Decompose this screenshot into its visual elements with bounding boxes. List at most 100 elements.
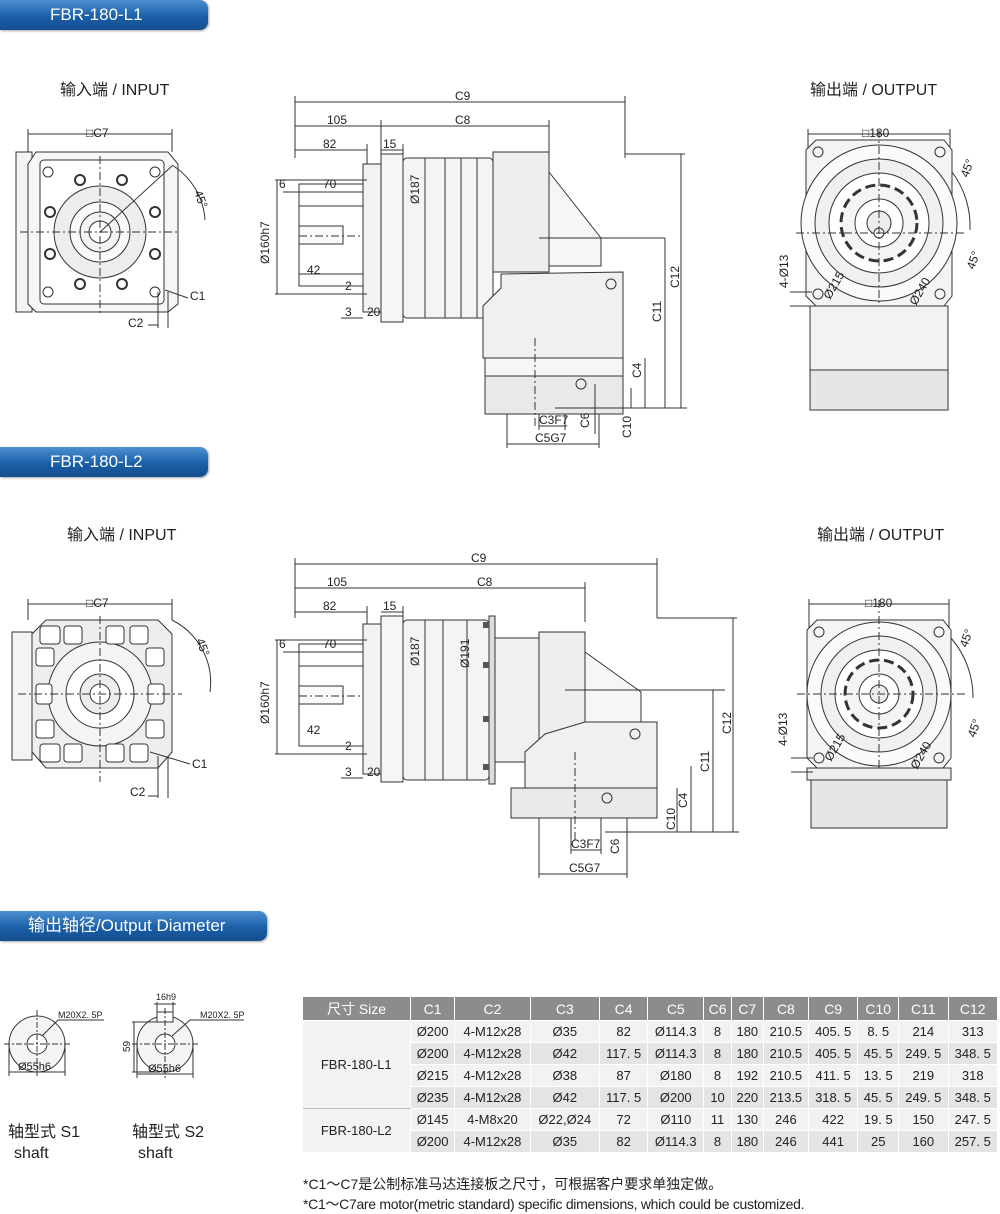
l2-input-c2: C2 (130, 785, 146, 799)
table-cell: Ø35 (530, 1130, 600, 1153)
l1-side-c4: C4 (630, 362, 644, 378)
l2-side-c9: C9 (471, 551, 487, 565)
table-cell: 318 (948, 1064, 999, 1087)
l1-side-c12: C12 (668, 266, 682, 288)
header-c1: C1 (409, 996, 456, 1021)
table-cell: 246 (763, 1108, 809, 1131)
shaft-s2-word: shaft (138, 1145, 173, 1162)
l2-side-3: 3 (345, 765, 352, 779)
l2-output-holes: 4-Ø13 (776, 712, 790, 746)
header-c8: C8 (762, 996, 809, 1021)
table-cell: Ø114.3 (647, 1020, 705, 1043)
shaft-s1-label: 轴型式 S1 shaft (8, 1122, 80, 1164)
l2-side-105: 105 (327, 575, 347, 589)
l1-output-180: □180 (862, 126, 890, 140)
l1-side-c3f7: C3F7 (539, 413, 569, 427)
shaft-s2-dia: Ø55h6 (148, 1063, 181, 1075)
l1-side-70: 70 (323, 177, 337, 191)
table-cell: Ø215 (410, 1064, 456, 1087)
l1-side-phi160: Ø160h7 (258, 221, 272, 264)
table-cell: 4-M12x28 (454, 1020, 531, 1043)
table-cell: Ø42 (530, 1086, 600, 1109)
l1-side-c11: C11 (650, 301, 664, 322)
l2-side-c6: C6 (608, 838, 622, 854)
table-cell: 4-M12x28 (454, 1042, 531, 1065)
table-cell: 246 (763, 1130, 809, 1153)
header-c7: C7 (730, 996, 764, 1021)
l1-input-view-drawing: □C7 45° C1 C2 (15, 126, 211, 330)
l1-side-15: 15 (383, 137, 397, 151)
l2-side-phi187: Ø187 (408, 636, 422, 666)
l2-output-view-drawing: □180 45° 45° 4-Ø13 Ø215 Ø240 (776, 596, 984, 829)
header-c4: C4 (598, 996, 649, 1021)
header-c11: C11 (898, 996, 949, 1021)
l2-input-c7: □C7 (86, 596, 109, 610)
l2-side-15: 15 (383, 599, 397, 613)
table-cell: 160 (898, 1130, 949, 1153)
table-cell: 210.5 (763, 1020, 809, 1043)
l2-side-phi160: Ø160h7 (258, 681, 272, 724)
table-cell: 180 (731, 1020, 764, 1043)
table-cell: 192 (731, 1064, 764, 1087)
shaft-s2-drawing: 16h9 M20X2. 5P 59 Ø55h6 (122, 992, 245, 1078)
l2-side-82: 82 (323, 599, 337, 613)
l2-side-phi191: Ø191 (458, 638, 472, 668)
l1-side-42: 42 (307, 263, 321, 277)
table-cell: 249. 5 (898, 1042, 949, 1065)
l2-output-label: 输出端 / OUTPUT (817, 527, 945, 544)
table-cell: Ø35 (530, 1020, 600, 1043)
table-cell: 249. 5 (898, 1086, 949, 1109)
l1-input-45: 45° (191, 188, 210, 210)
table-cell: Ø42 (530, 1042, 600, 1065)
l2-input-c1: C1 (192, 757, 208, 771)
table-cell: 348. 5 (948, 1042, 999, 1065)
table-cell: 219 (898, 1064, 949, 1087)
table-cell: Ø200 (410, 1042, 456, 1065)
section-title-output-diameter: 输出轴径/Output Diameter (0, 911, 267, 941)
l1-side-105: 105 (327, 113, 347, 127)
table-cell: 87 (599, 1064, 649, 1087)
table-cell: 441 (808, 1130, 859, 1153)
header-size: 尺寸 Size (302, 996, 411, 1021)
shaft-s2-thread: M20X2. 5P (200, 1010, 245, 1020)
table-cell: Ø200 (647, 1086, 705, 1109)
table-cell: 10 (703, 1086, 732, 1109)
table-cell: 210.5 (763, 1064, 809, 1087)
l1-output-holes: 4-Ø13 (777, 254, 791, 288)
l1-input-label: 输入端 / INPUT (60, 82, 170, 99)
table-cell: 422 (808, 1108, 859, 1131)
l1-side-3: 3 (345, 305, 352, 319)
table-cell-model: FBR-180-L2 (302, 1108, 411, 1153)
shaft-s1-word: shaft (14, 1145, 49, 1162)
table-cell: 8 (703, 1042, 732, 1065)
table-cell: 8 (703, 1064, 732, 1087)
l1-side-view-drawing: C9 C8 105 82 15 6 70 42 2 3 20 Ø160h7 Ø1… (258, 89, 687, 448)
table-cell: Ø38 (530, 1064, 600, 1087)
table-cell: 313 (948, 1020, 999, 1043)
l1-side-82: 82 (323, 137, 337, 151)
l2-input-label: 输入端 / INPUT (67, 527, 177, 544)
l2-side-c3f7: C3F7 (571, 837, 601, 851)
table-cell: 247. 5 (948, 1108, 999, 1131)
table-cell: 405. 5 (808, 1042, 859, 1065)
table-cell: 214 (898, 1020, 949, 1043)
l1-side-2: 2 (345, 279, 352, 293)
l1-side-20: 20 (367, 305, 381, 319)
l1-input-c1: C1 (190, 289, 206, 303)
table-cell: Ø110 (647, 1108, 705, 1131)
l2-side-c4: C4 (676, 792, 690, 808)
table-cell: 405. 5 (808, 1020, 859, 1043)
table-cell: 72 (599, 1108, 649, 1131)
section-title-l1: FBR-180-L1 (0, 0, 208, 30)
header-c5: C5 (647, 996, 705, 1021)
table-cell: 4-M8x20 (454, 1108, 531, 1131)
table-cell: 82 (599, 1020, 649, 1043)
spec-table: 尺寸 Size C1 C2 C3 C4 C5 C6 C7 C8 C9 C10 C… (302, 996, 999, 1153)
shaft-s2-label: 轴型式 S2 shaft (132, 1122, 204, 1164)
l2-side-42: 42 (307, 723, 321, 737)
l2-output-180: □180 (865, 596, 893, 610)
l2-output-45b: 45° (965, 717, 984, 739)
table-cell: 13. 5 (857, 1064, 900, 1087)
l1-output-label: 输出端 / OUTPUT (810, 82, 938, 99)
